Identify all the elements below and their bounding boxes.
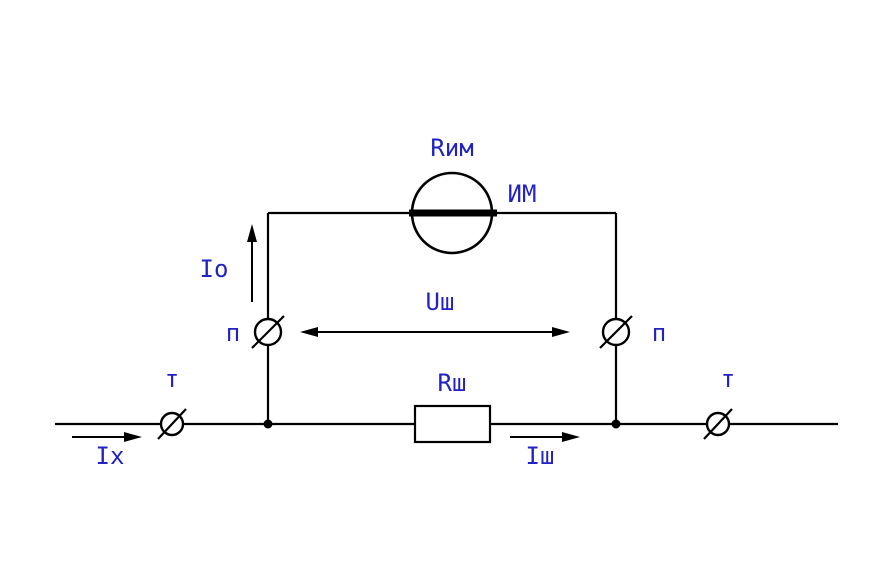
junction-dot-right [611,419,621,429]
label-meter-resistance: Rим [430,134,473,162]
terminal-left-slash [157,408,187,440]
label-input-current: Iх [96,442,125,470]
label-meter-current: Iо [200,255,229,283]
junction-dot-left [263,419,273,429]
terminal-right-slash [703,408,733,440]
label-shunt-resistance: Rш [438,369,467,397]
shunt-resistor [413,404,492,444]
clamp-left-slash [251,315,285,349]
label-meter: ИМ [508,180,537,208]
label-terminal-right: т [721,365,735,393]
ush-arrow-head-right [552,327,570,337]
label-clamp-right: п [652,319,666,347]
labels-group: Rим ИМ Iо п п Uш Rш т т Iх Iш [96,134,736,470]
io-arrow-head [247,224,257,242]
label-clamp-left: п [226,319,240,347]
label-shunt-current: Iш [526,442,555,470]
clamp-right-slash [599,315,633,349]
ish-arrow-head [562,432,580,442]
label-terminal-left: т [165,365,179,393]
ix-arrow-head [124,432,142,442]
ush-arrow-head-left [300,327,318,337]
label-shunt-voltage: Uш [426,288,455,316]
